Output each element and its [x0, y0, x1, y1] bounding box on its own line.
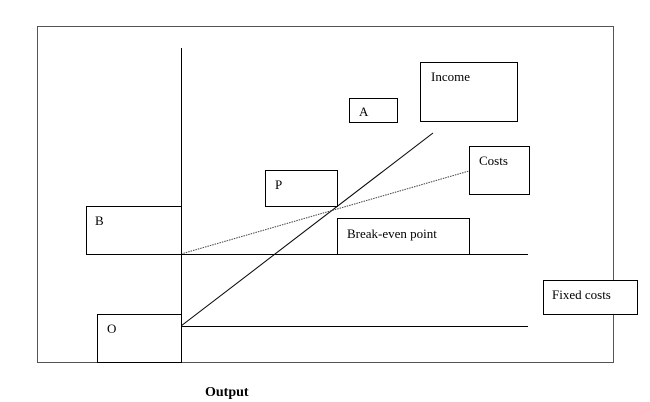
b-label-box: B — [86, 206, 182, 255]
break-even-label: Break-even point — [347, 226, 437, 241]
b-label: B — [95, 213, 104, 228]
income-label-box: Income — [420, 62, 518, 122]
p-label-box: P — [265, 170, 338, 207]
income-line — [180, 132, 434, 327]
costs-label: Costs — [479, 153, 508, 168]
a-label: A — [359, 104, 369, 119]
costs-label-box: Costs — [469, 146, 530, 195]
diagram-frame — [37, 26, 614, 363]
output-label: Output — [205, 385, 249, 400]
fixed-costs-label: Fixed costs — [552, 287, 611, 302]
fixed-costs-label-box: Fixed costs — [543, 280, 638, 315]
break-even-label-box: Break-even point — [337, 218, 470, 255]
income-label: Income — [431, 69, 470, 84]
a-label-box: A — [349, 98, 398, 123]
o-label-box: O — [97, 314, 182, 363]
o-label: O — [107, 321, 116, 336]
p-label: P — [275, 177, 282, 192]
